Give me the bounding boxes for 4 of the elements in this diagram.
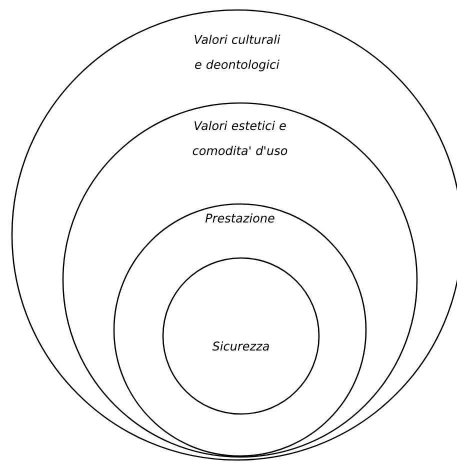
circle-label: Prestazione [205, 213, 274, 223]
circle-label: Valori estetici e comodita' d'uso [192, 120, 288, 156]
circle-label: Valori culturali e deontologici [194, 34, 280, 72]
circle-label: Sicurezza [212, 341, 269, 351]
